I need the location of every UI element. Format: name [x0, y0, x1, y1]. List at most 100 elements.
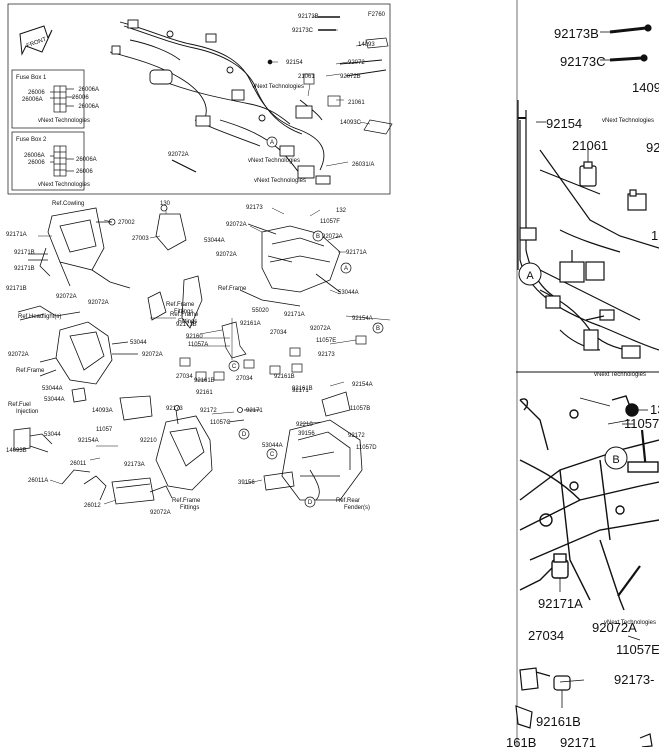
part-label: 92171A	[346, 250, 367, 256]
part-label: 14093B	[6, 448, 27, 454]
watermark-text: vNext Technologies	[248, 158, 300, 164]
fuse-box-1-right-label: 26006	[72, 95, 89, 101]
part-label: 130	[160, 201, 171, 207]
watermark-text: vNext Technologies	[38, 118, 90, 124]
part-label: 92154A	[78, 438, 99, 444]
part-label: 27034	[176, 374, 193, 380]
part-label: 27003	[132, 236, 149, 242]
fuse-box-1-icon	[50, 85, 74, 113]
watermark-text: vNext Technologies	[38, 182, 90, 188]
callout-letter: D	[242, 432, 247, 438]
part-label: 92172	[348, 433, 365, 439]
part-label: 92173B	[298, 14, 319, 20]
part-label: 27034	[236, 376, 253, 382]
part-label: 92072B	[340, 74, 361, 80]
part-label: F2760	[368, 12, 386, 18]
part-label: 92173	[166, 406, 183, 412]
zoom-part-label: 161B	[506, 735, 536, 747]
callout-circles	[228, 136, 384, 508]
fuse-box-1-left-label: 26006A	[22, 97, 43, 103]
zoom-part-label: 1	[651, 228, 658, 243]
zoom-part-label: 92072A	[592, 620, 637, 635]
part-label: 92210	[140, 438, 157, 444]
part-label: 92072A	[216, 252, 237, 258]
front-arrow-icon	[19, 25, 53, 56]
zoom-part-label: 11057	[624, 416, 659, 431]
part-label: 92171B	[6, 286, 27, 292]
part-label: 11057E	[316, 338, 336, 344]
part-label: 21061	[298, 74, 315, 80]
cowling-bracket-icon	[17, 207, 131, 321]
part-label: 11057	[96, 427, 113, 433]
callout-letter: D	[308, 500, 313, 506]
part-label: 92161B	[194, 378, 215, 384]
fuse-box-1-title: Fuse Box 1	[16, 75, 47, 81]
watermark-text: vNext Technologies	[254, 178, 306, 184]
callout-letter: A	[344, 266, 348, 272]
zoom-part-label: 92171	[560, 735, 596, 747]
part-label: 92173	[318, 352, 335, 358]
part-label: Ref.Cowling	[52, 201, 84, 207]
part-label: 92072A	[142, 352, 163, 358]
fuse-box-1-frame	[11, 69, 85, 129]
zoom-part-label: 92161B	[536, 714, 581, 729]
part-label: 92171A	[284, 312, 305, 318]
part-label: 92172	[200, 408, 217, 414]
zoom-part-label: 92173C	[560, 54, 606, 69]
fuse-box-1-right-label: 26006A	[78, 104, 99, 110]
part-label: 53044A	[262, 443, 283, 449]
zoom-part-label: 1409	[632, 80, 659, 95]
part-label: 26011	[70, 461, 87, 467]
zoom-frame-icon	[519, 395, 659, 611]
fuse-box-2-left-label: 26006	[28, 160, 45, 166]
rear-assembly-icon	[149, 391, 363, 501]
zoom-leaders	[536, 31, 648, 641]
part-label: Ref.Headlight(s)	[18, 314, 61, 320]
part-label: 53044	[130, 340, 147, 346]
part-label: 92072A	[8, 352, 29, 358]
part-label: 92072	[348, 60, 365, 66]
fuse-box-1-right-label: 26006A	[78, 87, 99, 93]
part-label: 92154	[286, 60, 303, 66]
part-label: 26031/A	[352, 162, 374, 168]
part-label: 53044A	[42, 386, 63, 392]
part-label: 11057B	[350, 406, 370, 412]
main-harness-icon	[109, 19, 331, 185]
callout-letter: A	[270, 140, 274, 146]
zoom-small-parts-icon	[518, 24, 652, 211]
part-label: 92154A	[352, 316, 373, 322]
zoom-callout-letter: A	[526, 270, 534, 282]
zoom-part-label: 92171A	[538, 596, 583, 611]
fuse-box-1-left-label: 26006	[28, 90, 45, 96]
callout-letter: C	[232, 364, 237, 370]
part-label: Ref.Frame	[16, 368, 45, 374]
part-label: 92171	[292, 388, 309, 394]
zoom-part-label: 132	[650, 402, 659, 417]
part-label: 92171B	[14, 266, 35, 272]
part-label: Ref.Frame	[218, 286, 247, 292]
part-label: 26011A	[28, 478, 48, 484]
zoom-part-label: 21061	[572, 138, 608, 153]
part-label: 39156	[238, 480, 255, 486]
part-label: 92072A	[88, 300, 109, 306]
part-label: 92171A	[6, 232, 27, 238]
part-label: 92154A	[352, 382, 373, 388]
part-label: 92171B	[14, 250, 35, 256]
zoom-diagram	[515, 0, 659, 747]
part-label: 92173	[246, 205, 263, 211]
fuse-box-2-left-label: 26006A	[24, 153, 45, 159]
zoom-part-label: 92	[646, 140, 659, 155]
lower-left-assembly-icon	[13, 321, 155, 505]
part-label: 21061	[348, 100, 365, 106]
part-label: 14093	[358, 42, 375, 48]
zoom-part-label: 27034	[528, 628, 564, 643]
fuse-box-2-frame	[11, 131, 85, 191]
part-label: 92072A	[310, 326, 331, 332]
part-label: 11057D	[356, 445, 377, 451]
part-label: 11057A	[188, 342, 208, 348]
leader-lines-lower	[38, 207, 391, 505]
